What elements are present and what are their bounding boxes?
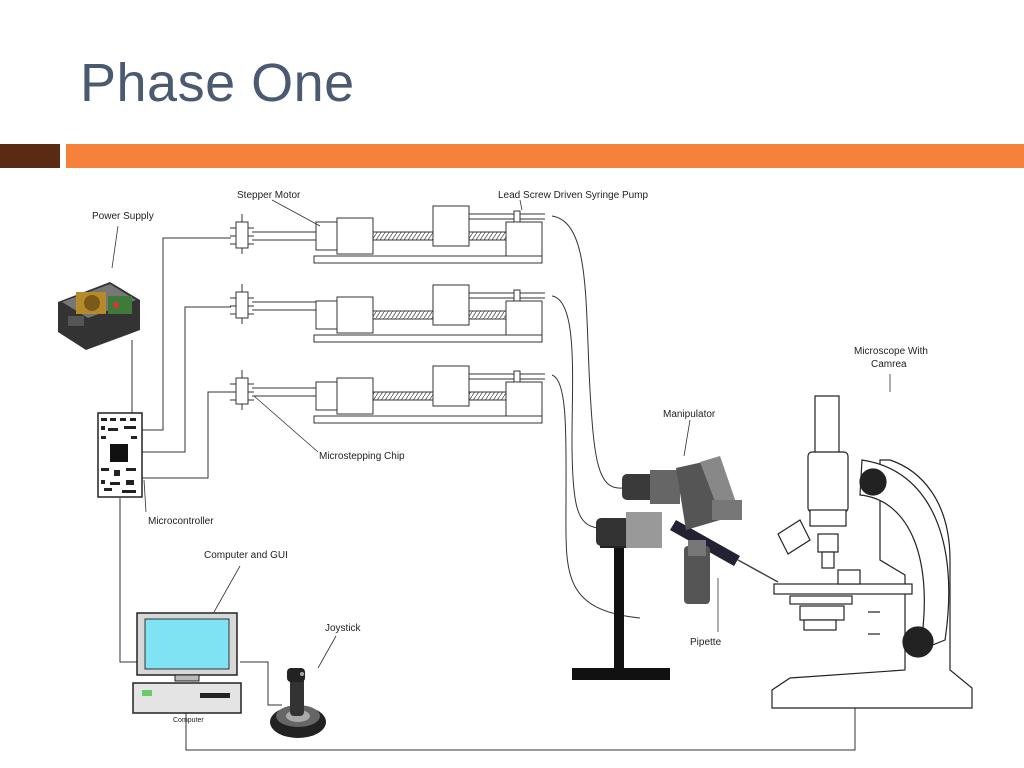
- label-joystick: Joystick: [325, 623, 362, 634]
- label-pipette: Pipette: [690, 637, 722, 648]
- microscope-icon: [771, 395, 973, 709]
- label-manipulator: Manipulator: [663, 409, 716, 420]
- microcontroller-icon: [97, 412, 143, 498]
- label-computer: Computer: [173, 717, 204, 724]
- slide-title: Phase One: [80, 53, 355, 113]
- wiring: [119, 215, 856, 751]
- label-stepper-motor: Stepper Motor: [237, 190, 301, 201]
- label-microscope-line1: Microscope With: [854, 346, 928, 357]
- accent-bar-orange: [66, 144, 1024, 168]
- label-power-supply: Power Supply: [92, 211, 154, 222]
- accent-bar-dark: [0, 144, 60, 168]
- joystick-icon: [270, 668, 326, 738]
- label-microcontroller: Microcontroller: [148, 516, 214, 527]
- syringe-pump-1: [313, 205, 545, 264]
- microstepping-chips: [230, 214, 254, 410]
- callout-lines: [111, 199, 891, 669]
- diagram-labels: Power Supply Stepper Motor Lead Screw Dr…: [92, 190, 928, 724]
- manipulator-icon: [572, 456, 779, 680]
- computer-icon: [132, 612, 242, 714]
- label-microstepping-chip: Microstepping Chip: [319, 451, 405, 462]
- label-computer-gui: Computer and GUI: [204, 550, 288, 561]
- label-microscope-line2: Camrea: [871, 359, 907, 370]
- syringe-pump-3: [313, 365, 545, 424]
- label-syringe-pump: Lead Screw Driven Syringe Pump: [498, 190, 649, 201]
- power-supply-icon: [58, 282, 140, 350]
- syringe-pump-2: [313, 284, 545, 343]
